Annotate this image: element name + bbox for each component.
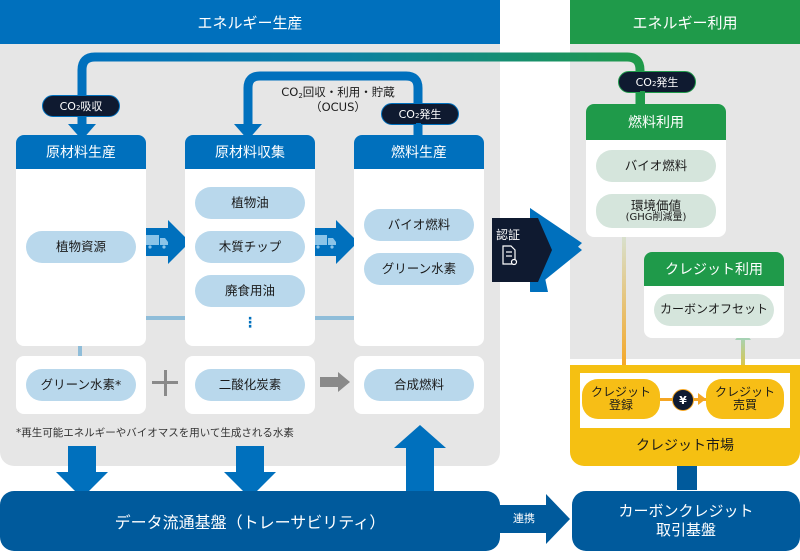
gray-arrow-icon: [320, 372, 350, 392]
ocus-arrowhead: [234, 124, 262, 140]
co2-emit-production-connector: [416, 123, 421, 135]
energy-production-header: エネルギー生産: [0, 0, 500, 44]
item-wood-chips: 木質チップ: [195, 231, 305, 263]
co2-emit-usage-connector: [640, 91, 645, 105]
credit-trade-line: [741, 338, 745, 382]
credit-register-pill: クレジット 登録: [582, 379, 660, 419]
item-environmental-value: 環境価値 (GHG削減量): [596, 194, 716, 228]
ocus-loop-line: [243, 71, 423, 135]
stage-raw-material-collection: 原材料収集 植物油 木質チップ 廃食用油 ⋮: [185, 135, 315, 346]
carbon-credit-trading-platform: カーボンクレジット 取引基盤: [572, 491, 800, 551]
truck-icon: [314, 235, 336, 249]
item-plant-resources: 植物資源: [26, 231, 136, 263]
item-biofuel: バイオ燃料: [364, 209, 474, 241]
down-arrow-1: [56, 446, 108, 498]
fuel-use-card: 燃料利用 バイオ燃料 環境価値 (GHG削減量): [586, 104, 726, 237]
stage-raw-material-collection-bottom: 二酸化炭素: [185, 356, 315, 414]
item-waste-cooking-oil: 廃食用油: [195, 275, 305, 307]
fuel-use-title: 燃料利用: [586, 104, 726, 140]
stage-title: 原材料生産: [16, 135, 146, 169]
ocus-label: CO2回収・利用・貯蔵 （OCUS）: [281, 85, 395, 114]
footnote: *再生可能エネルギーやバイオマスを用いて生成される水素: [16, 427, 294, 439]
stage-title: 原材料収集: [185, 135, 315, 169]
env-value-line: [622, 225, 626, 370]
credit-flow-arrowhead: [698, 393, 706, 405]
up-arrow: [394, 425, 446, 491]
more-items-ellipsis: ⋮: [243, 315, 257, 331]
item-biofuel-use: バイオ燃料: [596, 150, 716, 182]
energy-usage-header: エネルギー利用: [570, 0, 800, 44]
item-vegetable-oil: 植物油: [195, 187, 305, 219]
data-distribution-platform: データ流通基盤（トレーサビリティ）: [0, 491, 500, 551]
stage-raw-material-production: 原材料生産 植物資源: [16, 135, 146, 346]
link-label: 連携: [513, 512, 535, 525]
item-synthetic-fuel: 合成燃料: [364, 369, 474, 401]
credit-use-card: クレジット利用 カーボンオフセット: [644, 252, 784, 338]
credit-market: クレジット 登録 ¥ クレジット 売買 クレジット市場: [570, 365, 800, 466]
certification-label: 認証: [496, 228, 521, 242]
stage-fuel-production-bottom: 合成燃料: [354, 356, 484, 414]
co2-absorb-arrowhead: [68, 124, 96, 140]
stage-fuel-production: 燃料生産 バイオ燃料 グリーン水素: [354, 135, 484, 346]
stage-raw-material-production-bottom: グリーン水素*: [16, 356, 146, 414]
yen-icon: ¥: [672, 389, 694, 411]
stage-title: 燃料生産: [354, 135, 484, 169]
certification-badge-bg: [492, 218, 552, 282]
energy-production-header-label: エネルギー生産: [197, 13, 303, 32]
item-green-hydrogen-star: グリーン水素*: [26, 369, 136, 401]
item-carbon-offset: カーボンオフセット: [654, 294, 774, 326]
plus-icon: [152, 370, 178, 396]
link-arrow: [490, 494, 570, 544]
down-arrow-2: [224, 446, 276, 498]
item-carbon-dioxide: 二酸化炭素: [195, 369, 305, 401]
item-green-hydrogen: グリーン水素: [364, 253, 474, 285]
credit-trade-pill: クレジット 売買: [706, 379, 784, 419]
credit-market-title: クレジット市場: [636, 438, 734, 454]
energy-usage-header-label: エネルギー利用: [632, 13, 738, 32]
truck-icon: [146, 235, 168, 249]
credit-use-title: クレジット利用: [644, 252, 784, 286]
co2-cycle-line: [77, 52, 645, 128]
